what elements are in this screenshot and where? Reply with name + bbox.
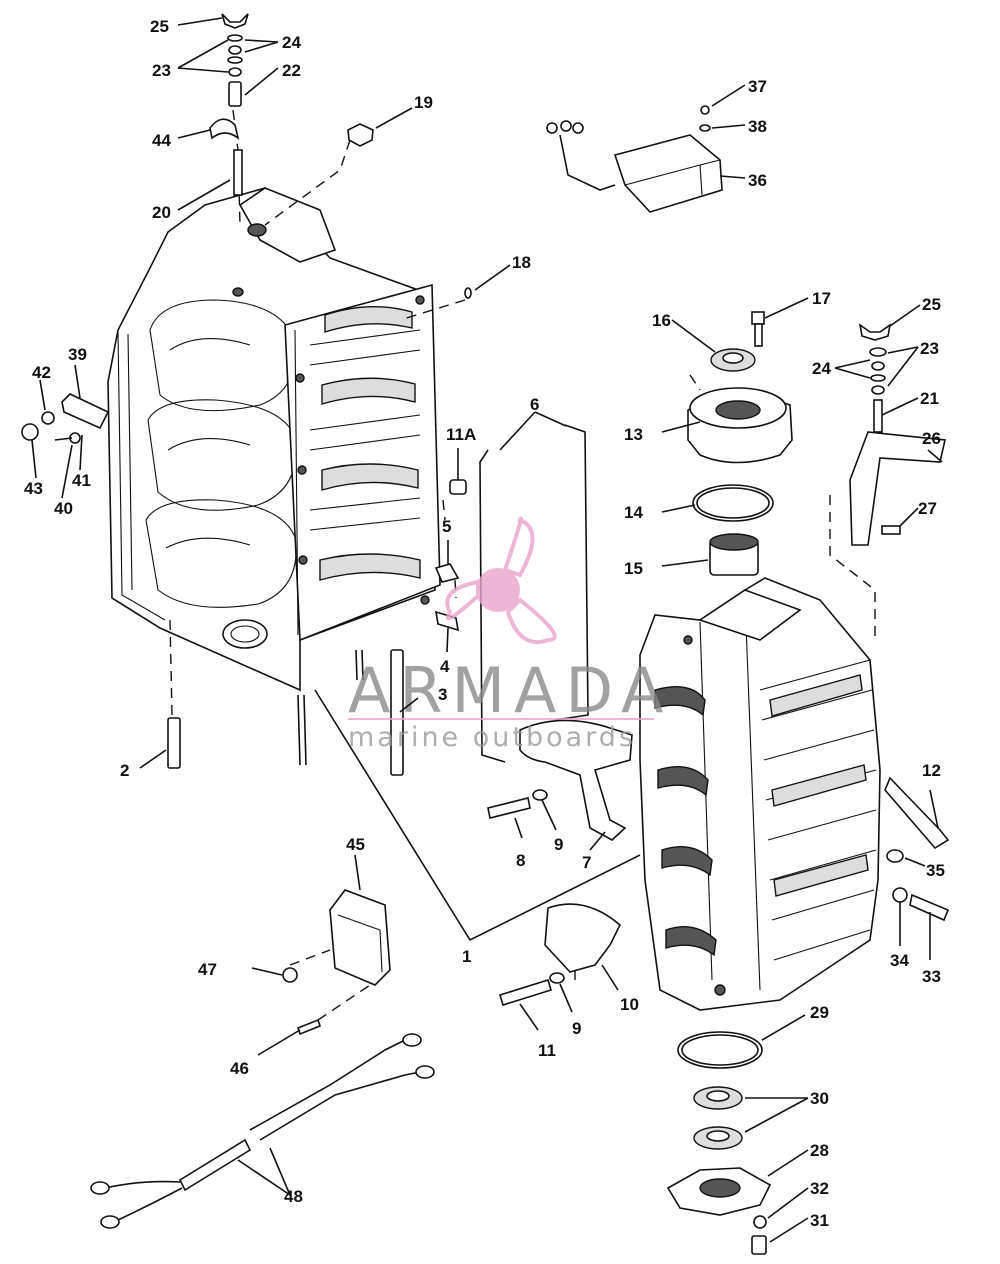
callout-17: 17 bbox=[812, 289, 831, 308]
callout-28: 28 bbox=[810, 1141, 829, 1160]
callout-30: 30 bbox=[810, 1089, 829, 1108]
callout-44: 44 bbox=[152, 131, 171, 150]
pin-11a bbox=[449, 479, 467, 495]
bearing-stack bbox=[687, 311, 793, 576]
callout-18: 18 bbox=[512, 253, 531, 272]
callout-5: 5 bbox=[442, 517, 451, 536]
callout-31: 31 bbox=[810, 1211, 829, 1230]
callout-3: 3 bbox=[438, 685, 447, 704]
lower-seals bbox=[666, 1031, 772, 1255]
callout-11: 11 bbox=[538, 1041, 556, 1060]
callout-25: 25 bbox=[150, 17, 169, 36]
watermark-rule bbox=[348, 718, 654, 720]
callout-leaders bbox=[31, 17, 943, 1243]
plug-19 bbox=[347, 123, 374, 147]
box-45 bbox=[282, 889, 391, 986]
wing-nut-stack-top bbox=[209, 13, 249, 196]
callout-15: 15 bbox=[624, 559, 643, 578]
callout-13: 13 bbox=[624, 425, 643, 444]
callout-37: 37 bbox=[748, 77, 767, 96]
watermark-brand: ARMADA bbox=[348, 654, 672, 727]
callout-39: 39 bbox=[68, 345, 87, 364]
callout-14: 14 bbox=[624, 503, 643, 522]
callout-8: 8 bbox=[516, 851, 525, 870]
callout-9b: 9 bbox=[572, 1019, 581, 1038]
callout-45: 45 bbox=[346, 835, 365, 854]
callout-32: 32 bbox=[810, 1179, 829, 1198]
callout-12: 12 bbox=[922, 761, 941, 780]
bracket-7 bbox=[487, 719, 633, 841]
watermark-tagline: marine outboards bbox=[348, 722, 636, 753]
callout-26: 26 bbox=[922, 429, 941, 448]
callout-16: 16 bbox=[652, 311, 671, 330]
cylinder-block-left bbox=[107, 187, 441, 766]
callout-4: 4 bbox=[440, 657, 450, 676]
rod-6 bbox=[479, 424, 589, 763]
callout-33: 33 bbox=[922, 967, 941, 986]
pin-5 bbox=[434, 563, 460, 583]
pin-18 bbox=[464, 287, 472, 299]
callout-24b: 24 bbox=[812, 359, 831, 378]
callout-24: 24 bbox=[282, 33, 301, 52]
callout-19: 19 bbox=[414, 93, 433, 112]
callout-23b: 23 bbox=[920, 339, 939, 358]
callout-27: 27 bbox=[918, 499, 937, 518]
stud-2 bbox=[167, 717, 181, 769]
callout-9: 9 bbox=[554, 835, 563, 854]
callout-1: 1 bbox=[462, 947, 471, 966]
clamp-10 bbox=[499, 903, 621, 1007]
rectifier-module-36 bbox=[546, 105, 723, 213]
callout-46: 46 bbox=[230, 1059, 249, 1078]
callout-7: 7 bbox=[582, 853, 591, 872]
callout-34: 34 bbox=[890, 951, 909, 970]
callout-41: 41 bbox=[72, 471, 91, 490]
callout-labels: 25 24 23 22 44 19 20 37 38 36 18 16 17 2… bbox=[24, 17, 945, 1230]
callout-10: 10 bbox=[620, 995, 639, 1014]
terminal-block-39 bbox=[21, 393, 110, 444]
watermark: ARMADA marine outboards bbox=[348, 516, 672, 753]
wing-nut-stack-right bbox=[849, 323, 946, 546]
callout-22: 22 bbox=[282, 61, 301, 80]
callout-38: 38 bbox=[748, 117, 767, 136]
callout-25b: 25 bbox=[922, 295, 941, 314]
callout-21: 21 bbox=[920, 389, 939, 408]
stud-3 bbox=[390, 649, 404, 776]
callout-6: 6 bbox=[530, 395, 539, 414]
callout-20: 20 bbox=[152, 203, 171, 222]
callout-48: 48 bbox=[284, 1187, 303, 1206]
callout-11a: 11A bbox=[446, 425, 476, 444]
bolts-right bbox=[884, 776, 950, 922]
callout-35: 35 bbox=[926, 861, 945, 880]
crankcase-right bbox=[639, 577, 881, 1011]
callout-47: 47 bbox=[198, 960, 217, 979]
callout-29: 29 bbox=[810, 1003, 829, 1022]
callout-42: 42 bbox=[32, 363, 51, 382]
propeller-logo bbox=[445, 516, 557, 644]
callout-2: 2 bbox=[120, 761, 129, 780]
harness-48 bbox=[90, 1018, 435, 1229]
callout-40: 40 bbox=[54, 499, 73, 518]
callout-43: 43 bbox=[24, 479, 43, 498]
callout-36: 36 bbox=[748, 171, 767, 190]
callout-23: 23 bbox=[152, 61, 171, 80]
